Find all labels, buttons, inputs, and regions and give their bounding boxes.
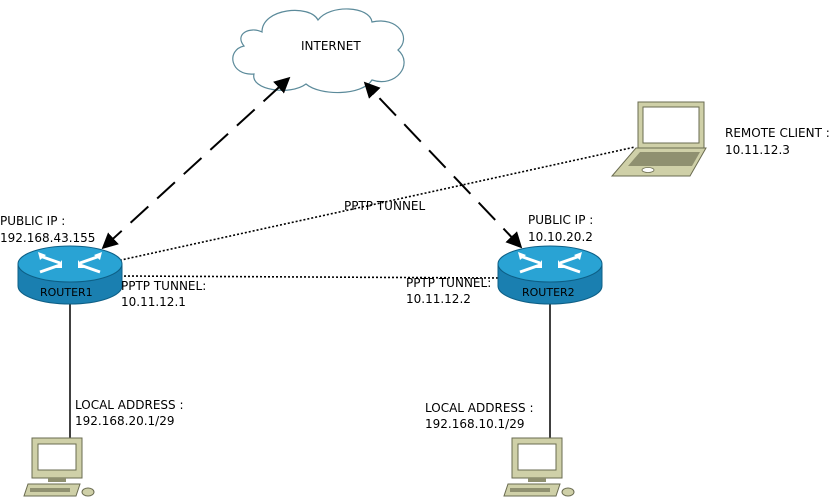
router2-local-ip: 192.168.10.1/29	[425, 417, 525, 431]
router1-local-label: LOCAL ADDRESS :	[75, 398, 184, 412]
remote-tunnel-line	[111, 146, 636, 263]
remote-client-label: REMOTE CLIENT :	[725, 126, 830, 140]
router2-public-ip-label: PUBLIC IP :	[528, 213, 594, 227]
router2-tunnel-label: PPTP TUNNEL:	[406, 276, 492, 290]
router1-local-ip: 192.168.20.1/29	[75, 414, 175, 428]
computer1-icon	[23, 437, 95, 497]
router1-icon	[17, 245, 123, 305]
remote-client-ip: 10.11.12.3	[725, 143, 790, 157]
router2-internet-link	[363, 81, 523, 249]
laptop-icon	[610, 101, 707, 177]
internet-label: INTERNET	[301, 39, 361, 53]
router2-icon	[497, 245, 603, 305]
router1-name: ROUTER1	[40, 286, 93, 299]
computer2-icon	[503, 437, 575, 497]
router1-public-ip: 192.168.43.155	[0, 231, 96, 245]
router1-tunnel-ip: 10.11.12.1	[121, 295, 186, 309]
router1-internet-link	[101, 76, 291, 250]
router2-name: ROUTER2	[522, 286, 575, 299]
router2-public-ip: 10.10.20.2	[528, 230, 593, 244]
router2-tunnel-ip: 10.11.12.2	[406, 292, 471, 306]
router2-local-label: LOCAL ADDRESS :	[425, 401, 534, 415]
router1-public-ip-label: PUBLIC IP :	[0, 214, 66, 228]
router1-tunnel-label: PPTP TUNNEL:	[121, 279, 207, 293]
tunnel-line-label: PPTP TUNNEL	[344, 199, 426, 213]
internet-cloud-icon	[232, 8, 405, 94]
router-tunnel-line	[119, 275, 501, 279]
